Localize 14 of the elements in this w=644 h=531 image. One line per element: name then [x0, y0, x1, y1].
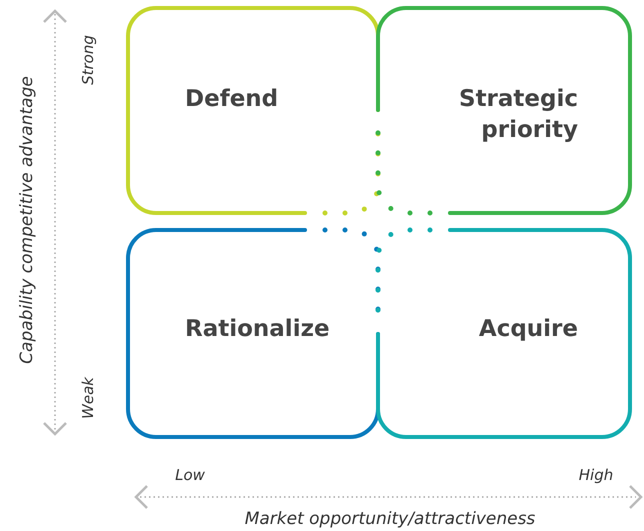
quadrant-label: Strategic priority — [458, 85, 578, 145]
axis-end-label: Strong — [79, 35, 97, 85]
quadrant-label: Rationalize — [185, 315, 331, 344]
axis-end-label: Weak — [79, 377, 97, 419]
quadrant-box — [128, 8, 378, 213]
axis-title: Capability competitive advantage — [17, 76, 37, 364]
axis-end-label: High — [578, 466, 614, 484]
quadrant-box — [378, 8, 630, 213]
axis-end-label: Low — [175, 466, 205, 484]
quadrant-label: Defend — [185, 85, 280, 114]
axis-title: Market opportunity/attractiveness — [244, 509, 536, 529]
quadrant-box — [128, 230, 378, 437]
quadrant-label: Acquire — [478, 315, 578, 344]
quadrant-box — [378, 230, 630, 437]
